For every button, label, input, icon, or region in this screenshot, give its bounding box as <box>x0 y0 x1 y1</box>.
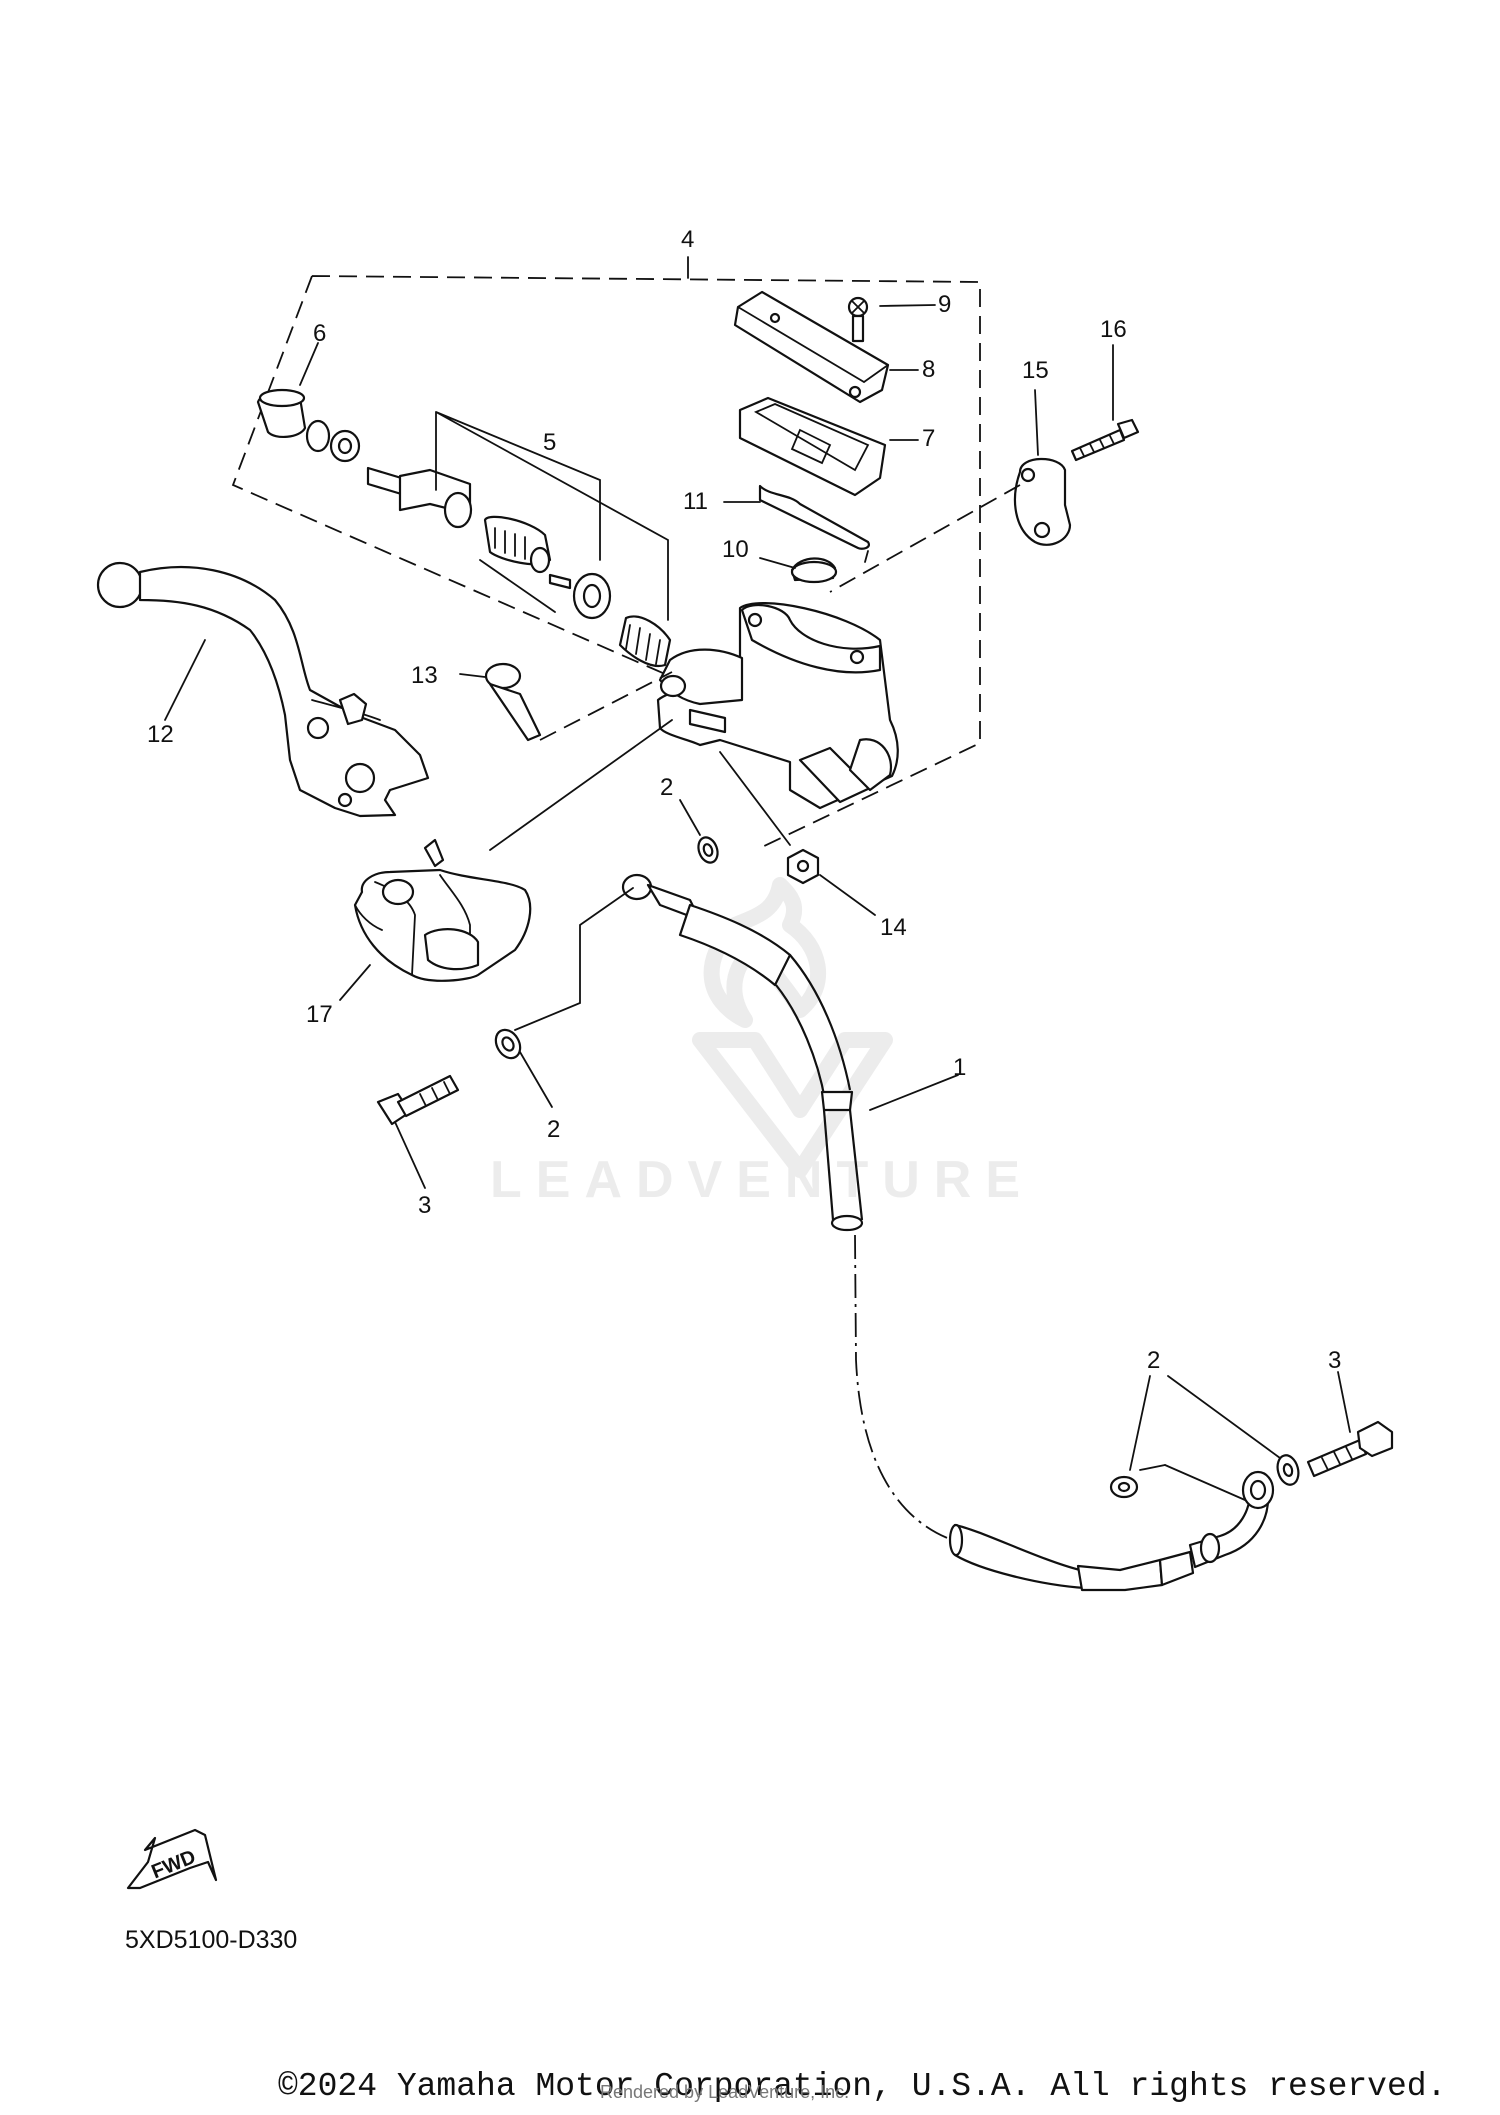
part-14-nut <box>786 848 820 885</box>
master-cylinder-body <box>656 602 899 810</box>
callout-17: 17 <box>306 1001 333 1028</box>
part-2-washer-right-a <box>1109 1475 1139 1499</box>
rendered-by-notice: Rendered by LeadVenture, Inc. <box>600 2082 850 2102</box>
part-10-float <box>790 557 838 584</box>
part-9-screw <box>847 296 869 343</box>
part-11-diaphragm <box>758 484 870 550</box>
callout-8: 8 <box>922 356 935 383</box>
watermark-text: LEADVENTURE <box>490 1151 1034 1209</box>
part-2-washer-upper <box>697 836 719 864</box>
callout-5: 5 <box>543 429 556 456</box>
part-3-union-bolt-lower <box>1306 1420 1394 1478</box>
callout-13: 13 <box>411 662 438 689</box>
copyright-notice: ©2024 Yamaha Motor Corporation, U.S.A. A… <box>278 2068 1447 2105</box>
callout-4: 4 <box>681 226 694 253</box>
part-7-diaphragm-holder <box>738 396 887 497</box>
callout-16: 16 <box>1100 316 1127 343</box>
callout-2-upper: 2 <box>660 774 673 801</box>
fwd-arrow-icon: FWD <box>126 1828 218 1890</box>
part-12-clutch-lever <box>96 561 430 818</box>
part-6-boot <box>256 388 361 463</box>
callout-12: 12 <box>147 721 174 748</box>
diagram-code: 5XD5100-D330 <box>125 1926 298 1954</box>
callout-3-lower: 3 <box>1328 1347 1341 1374</box>
callout-1: 1 <box>953 1054 966 1081</box>
callout-6: 6 <box>313 320 326 347</box>
part-5-piston-kit <box>366 411 672 668</box>
part-15-bracket-clamp <box>1013 457 1072 546</box>
part-17-valve-assembly <box>353 838 532 982</box>
assembly-4-boundary <box>231 275 981 849</box>
callout-11: 11 <box>683 488 708 515</box>
leader-lines <box>164 304 1351 1501</box>
callout-2-right: 2 <box>1147 1347 1160 1374</box>
callout-2-lower: 2 <box>547 1116 560 1143</box>
callout-14: 14 <box>880 914 907 941</box>
part-13-pivot-bolt <box>484 662 542 742</box>
callout-10: 10 <box>722 536 749 563</box>
part-8-reservoir-cap <box>733 290 890 404</box>
callout-3-upper: 3 <box>418 1192 431 1219</box>
callout-7: 7 <box>922 425 935 452</box>
part-16-clamp-bolt <box>1070 418 1140 462</box>
part-2-washer-right-b <box>1276 1454 1300 1486</box>
part-1-clutch-hose <box>621 873 1275 1592</box>
part-3-union-bolt-upper <box>376 1074 460 1126</box>
part-2-washer-lower <box>494 1028 522 1060</box>
callout-15: 15 <box>1022 357 1049 384</box>
callout-9: 9 <box>938 291 951 318</box>
leadventure-watermark: LEADVENTURE <box>490 877 1034 1209</box>
callouts: 4 6 9 8 16 15 5 7 11 10 13 12 2 14 17 1 … <box>147 226 1341 1374</box>
